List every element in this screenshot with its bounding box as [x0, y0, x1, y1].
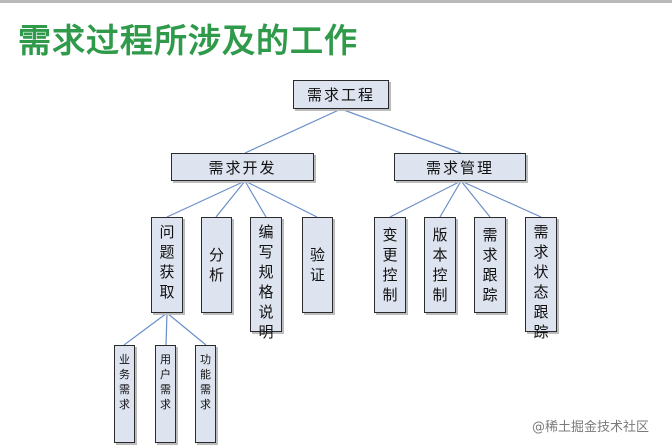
- node-functional-requirements: 功能需求: [195, 345, 216, 443]
- connector-dev-acquisition: [166, 180, 246, 218]
- node-label-char: 功: [200, 353, 211, 366]
- node-label-char: 控: [382, 266, 398, 284]
- connector-acq-business: [123, 312, 168, 346]
- node-requirements-management: 需求管理: [394, 153, 526, 181]
- connector-dev-validation: [244, 180, 318, 218]
- node-label-char: 写: [258, 243, 274, 261]
- connector-dev-spec: [244, 180, 267, 218]
- node-requirements-development: 需求开发: [171, 153, 314, 181]
- node-requirements-engineering: 需求工程: [293, 80, 389, 109]
- node-label-char: 求: [119, 398, 130, 411]
- node-label-char: 求: [482, 246, 498, 264]
- slide-title: 需求过程所涉及的工作: [18, 21, 358, 60]
- node-label-char: 更: [382, 246, 398, 264]
- node-label-char: 版: [432, 226, 448, 244]
- node-label-char: 格: [258, 283, 274, 301]
- node-label-char: 跟: [533, 303, 549, 321]
- node-label-char: 踪: [533, 323, 549, 341]
- node-change-control: 变更控制: [374, 217, 406, 313]
- node-label-char: 取: [159, 283, 175, 301]
- connector-mgmt-trace: [460, 180, 491, 218]
- node-business-requirements: 业务需求: [114, 345, 135, 443]
- node-label-char: 户: [160, 368, 171, 381]
- node-label-char: 制: [382, 286, 398, 304]
- node-label-char: 证: [309, 266, 325, 284]
- node-label-char: 需: [533, 223, 549, 241]
- node-label-char: 用: [160, 353, 171, 366]
- node-label-char: 说: [258, 303, 274, 321]
- node-label-char: 分: [208, 246, 224, 264]
- node-label-char: 求: [160, 398, 171, 411]
- node-validation: 验证: [302, 217, 333, 313]
- connector-mgmt-change: [389, 180, 462, 218]
- node-label-char: 问: [159, 223, 175, 241]
- node-label-char: 态: [533, 283, 549, 301]
- node-label: 需求工程: [306, 86, 375, 104]
- node-label-char: 踪: [482, 286, 498, 304]
- node-label-char: 需: [160, 383, 171, 396]
- node-label-char: 题: [159, 243, 175, 261]
- node-label-char: 需: [482, 226, 498, 244]
- node-label-char: 状: [533, 263, 549, 281]
- connector-acq-user: [165, 312, 168, 346]
- connector-mgmt-status: [460, 180, 542, 218]
- node-label-char: 求: [200, 398, 211, 411]
- node-label-char: 本: [432, 246, 448, 264]
- connector-dev-analysis: [215, 180, 246, 218]
- node-requirements-tracing: 需求跟踪: [474, 217, 506, 313]
- node-label-char: 规: [258, 263, 274, 281]
- connector-root-management: [340, 108, 462, 154]
- node-label-char: 需: [200, 383, 211, 396]
- node-label-char: 编: [258, 223, 274, 241]
- node-label-char: 需: [119, 383, 130, 396]
- node-label-char: 务: [119, 368, 130, 381]
- connector-acq-function: [166, 312, 207, 346]
- node-label-char: 析: [208, 266, 224, 284]
- watermark-text: @稀土掘金技术社区: [532, 420, 650, 435]
- node-version-control: 版本控制: [424, 217, 456, 313]
- node-label-char: 跟: [482, 266, 498, 284]
- node-label-char: 变: [382, 226, 398, 244]
- node-label: 需求管理: [425, 158, 494, 177]
- node-user-requirements: 用户需求: [155, 345, 176, 443]
- node-label-char: 验: [309, 246, 325, 264]
- node-label-char: 获: [159, 263, 175, 281]
- slide-top-rule: [0, 0, 672, 3]
- node-requirements-status-tracking: 需求状态跟踪: [525, 217, 557, 341]
- node-label-char: 能: [200, 368, 211, 381]
- node-label-char: 制: [432, 286, 448, 304]
- connector-mgmt-version: [439, 180, 462, 218]
- node-write-specification: 编写规格说明: [250, 217, 282, 341]
- node-label: 需求开发: [208, 158, 277, 177]
- node-label-char: 控: [432, 266, 448, 284]
- node-label-char: 明: [258, 323, 274, 341]
- node-label-char: 业: [119, 353, 130, 366]
- node-label-char: 求: [533, 243, 549, 261]
- node-analysis: 分析: [201, 217, 232, 313]
- connector-root-development: [244, 108, 342, 154]
- node-problem-acquisition: 问题获取: [151, 217, 183, 313]
